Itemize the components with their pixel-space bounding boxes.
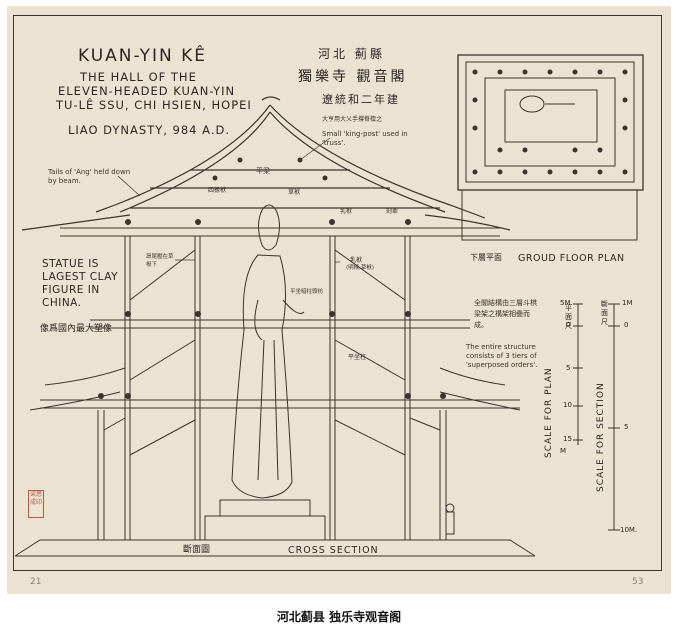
roof — [21, 96, 511, 231]
note-king-post-en: Small 'king-post' used in 'truss'. — [322, 130, 408, 147]
title-line-1: THE HALL OF THE — [80, 70, 197, 84]
figure-caption: 河北蓟县 独乐寺观音阁 — [276, 610, 402, 624]
section-scale-bar — [608, 303, 620, 531]
section-scale-title-cn: 斷面尺 — [601, 300, 608, 326]
title-line-3: TU-LÊ SSU, CHI HSIEN, HOPEI — [56, 98, 252, 112]
roof-label-3: 草栿 — [288, 189, 301, 196]
artist-seal: 梁思成印 — [28, 490, 44, 518]
section-scale-tick-1: 0 — [624, 321, 629, 329]
chinese-title-1: 河北 薊縣 — [318, 47, 385, 61]
plan-scale-tick-2: 5 — [566, 364, 571, 372]
roof-label-4: 乳栿 — [340, 208, 353, 215]
plan-label-en: GROUD FLOOR PLAN — [518, 253, 625, 264]
plan-scale-bar — [573, 303, 583, 445]
section-label-en: CROSS SECTION — [288, 545, 379, 556]
plan-scale-unit: M — [560, 447, 567, 455]
page-number-right: 53 — [632, 577, 644, 587]
section-scale-tick-3: 10M. — [620, 526, 638, 534]
statue-note-cn: 像爲國內最大塑像 — [40, 324, 113, 334]
plan-scale-tick-0: 5M. — [560, 299, 573, 307]
plan-scale-title-cn: 平面尺 — [565, 304, 572, 330]
roof-label-2: 四椽栿 — [208, 187, 227, 194]
right-beam-label-1: 乳栿 — [350, 257, 363, 264]
roof-label-5: 劄牽 — [386, 208, 399, 215]
section-label-cn: 斷面圖 — [183, 545, 211, 555]
title-main: KUAN-YIN KÊ — [78, 46, 208, 66]
chinese-title-2: 獨樂寺 觀音閣 — [298, 69, 408, 85]
plan-scale-tick-4: 15 — [563, 435, 572, 443]
note-king-post-cn: 大亨用大乂手撐脊檁之 — [322, 116, 383, 123]
title-line-4: LIAO DYNASTY, 984 A.D. — [68, 123, 230, 137]
plan-scale-tick-3: 10 — [563, 401, 572, 409]
note-tails-ang: Tails of 'Ang' held down by beam. — [48, 168, 131, 185]
structure-note-cn: 全閣結構由三層斗栱梁架之構架相疊而成。 — [474, 299, 537, 329]
frame — [29, 157, 521, 540]
title-line-2: ELEVEN-HEADED KUAN-YIN — [58, 84, 236, 98]
left-mid-label: 昂尾壓在草栿下 — [146, 254, 174, 268]
section-scale-tick-2: 5 — [624, 423, 629, 431]
statue-note-en: STATUE IS LAGEST CLAY FIGURE IN CHINA. — [42, 258, 118, 309]
leader-lines — [117, 137, 340, 263]
kuan-yin-statue — [204, 204, 326, 541]
pingzuo-label: 平坐柱 — [348, 354, 367, 361]
plan-label-cn: 下層平面 — [470, 253, 502, 262]
roof-label-1: 平梁 — [256, 167, 270, 175]
ground-floor-plan — [457, 54, 644, 241]
plan-scale-tick-1: 0 — [566, 321, 571, 329]
structure-note-en: The entire structure consists of 3 tiers… — [466, 343, 538, 369]
drawing-border — [13, 15, 662, 571]
human-scale-figure — [445, 503, 455, 535]
page-number-left: 21 — [30, 577, 42, 587]
ground-base — [14, 539, 536, 557]
chinese-title-3: 遼統和二年建 — [322, 93, 400, 106]
section-scale-tick-0: 1M — [622, 299, 633, 307]
upper-beam-label: 平坐暗柱頭枋 — [290, 289, 324, 295]
